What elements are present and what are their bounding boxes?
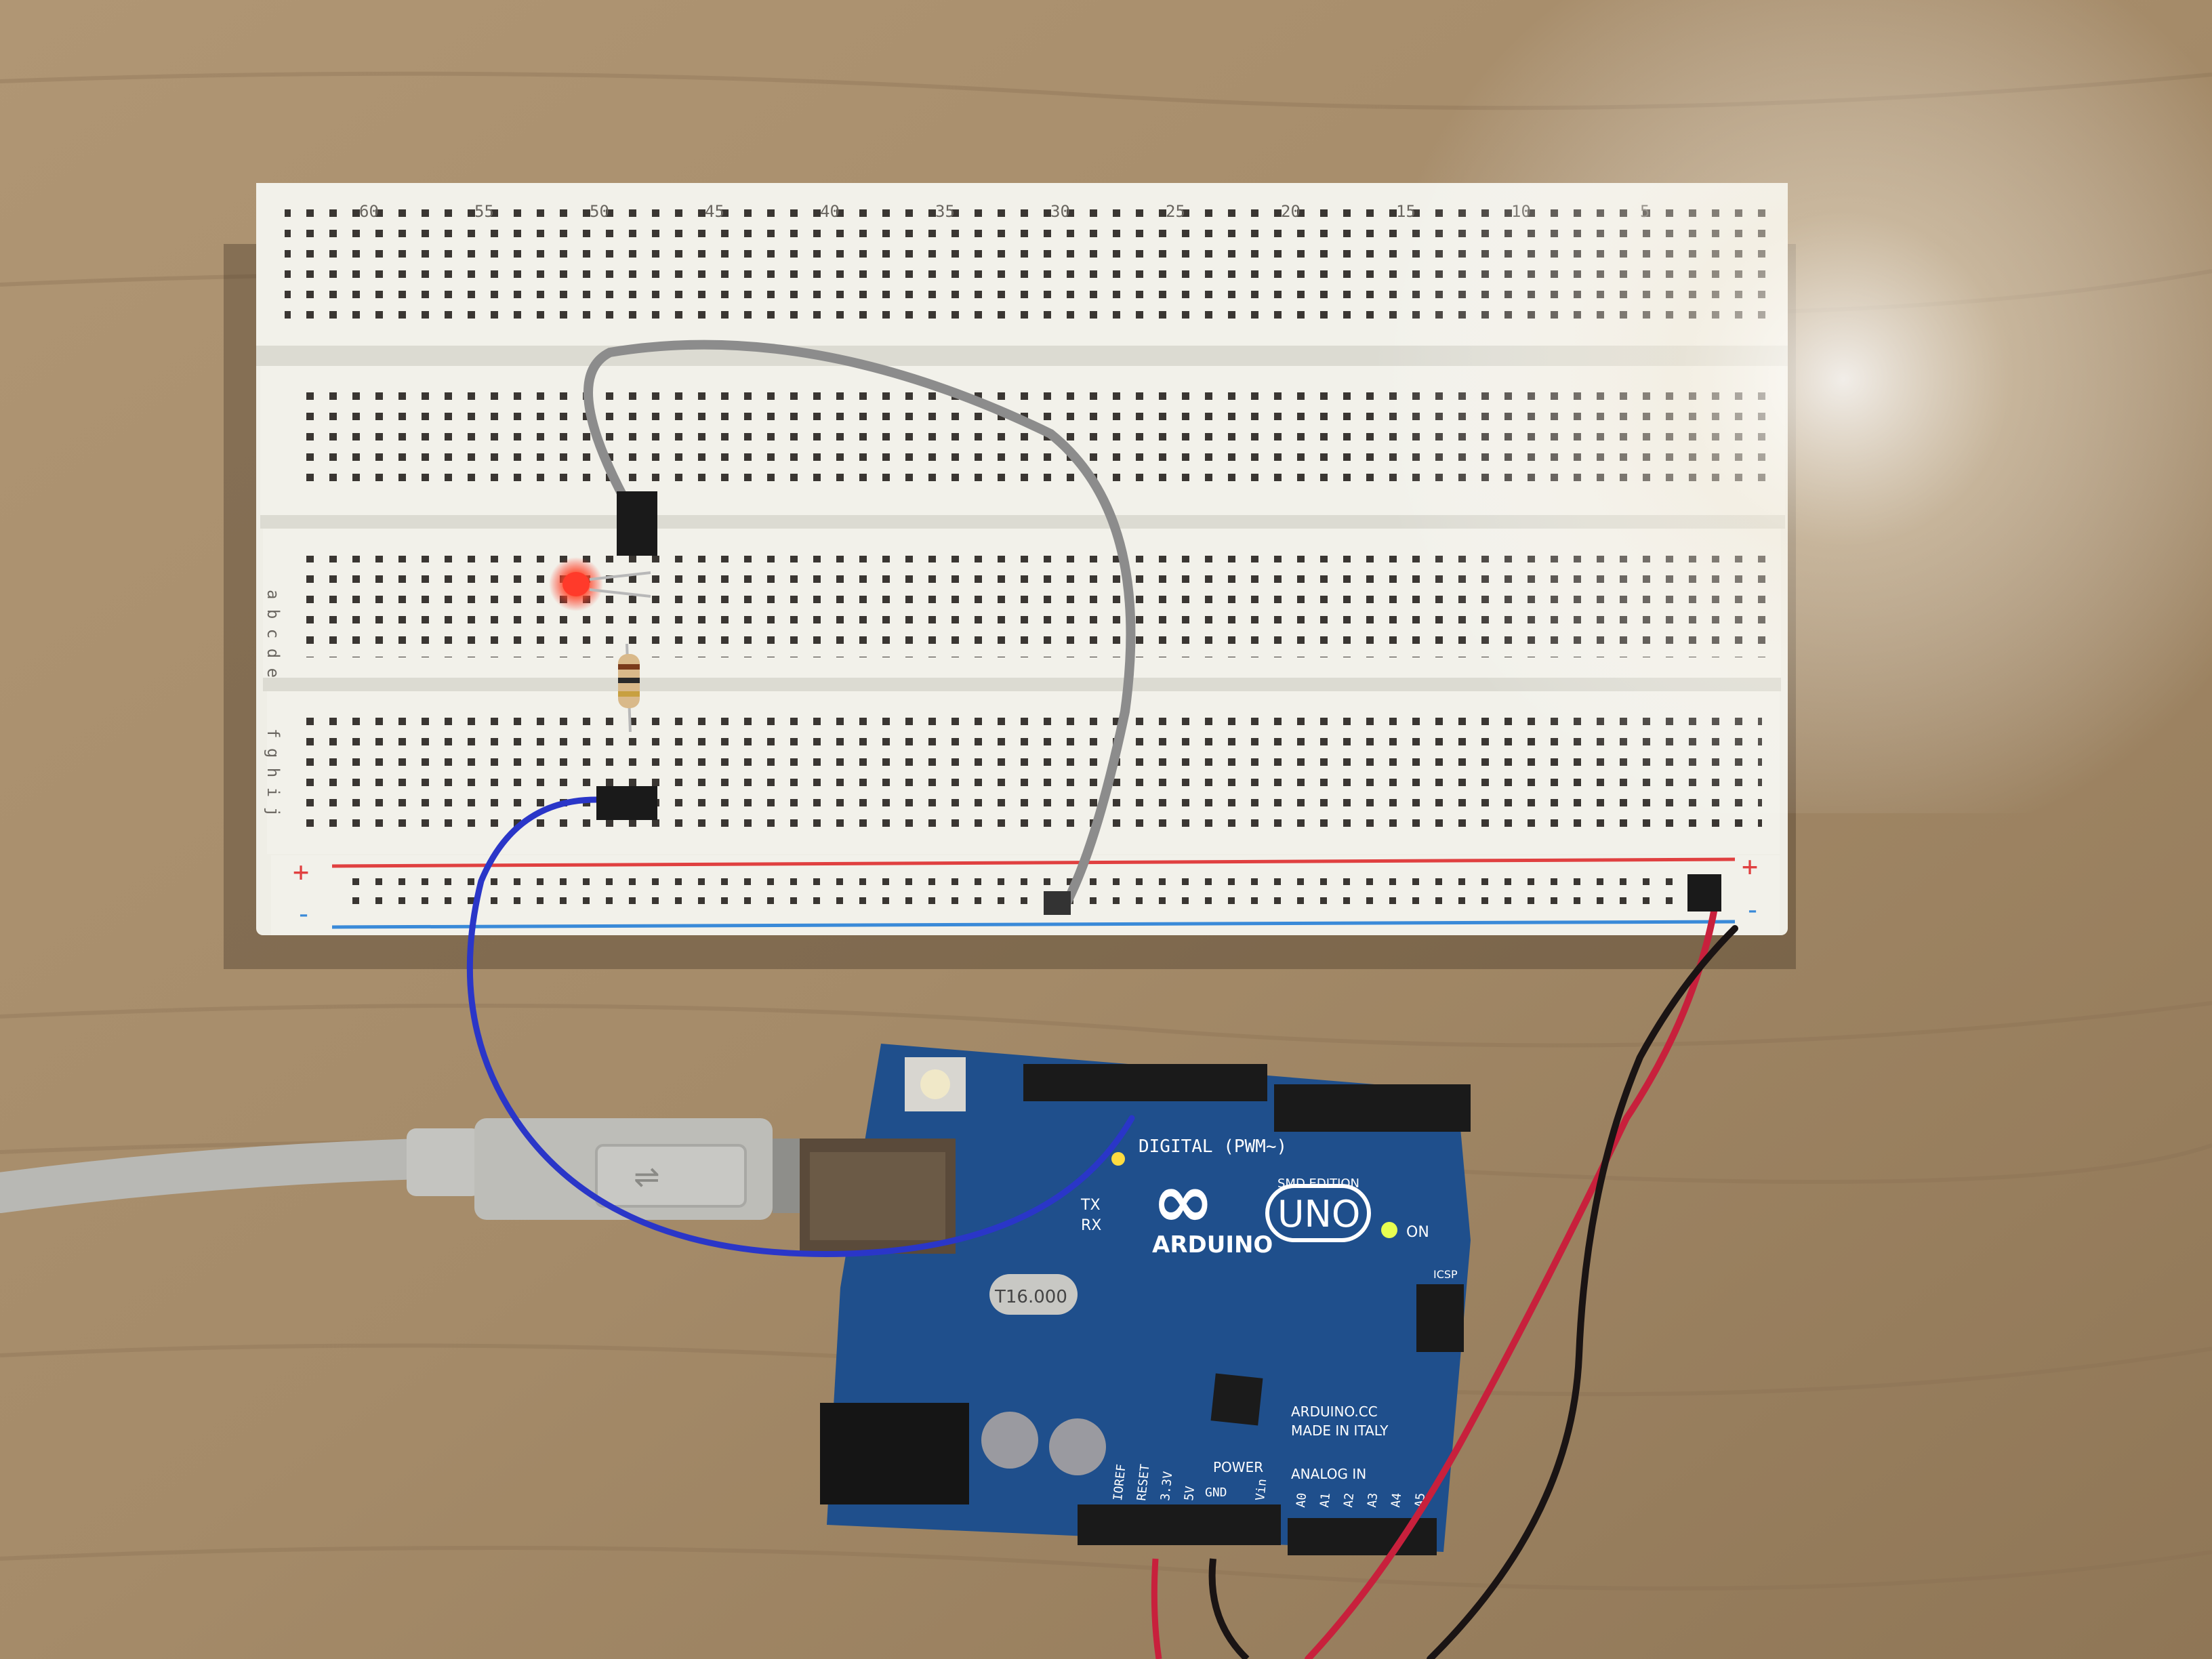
rail-plus-right: + — [1742, 851, 1758, 882]
pin13-led — [1111, 1152, 1125, 1166]
icsp-header — [1416, 1284, 1464, 1352]
resistor — [618, 643, 640, 733]
power-led — [1381, 1222, 1397, 1238]
power-header — [1078, 1504, 1281, 1545]
pin-a0: A0 — [1294, 1492, 1309, 1509]
column-label: 60 — [359, 202, 379, 221]
blue-jumper-wire — [466, 796, 1135, 1257]
made-label: MADE IN ITALY — [1291, 1422, 1389, 1439]
arduino-edition: SMD EDITION — [1277, 1176, 1359, 1191]
column-label: 45 — [705, 202, 724, 221]
site-label: ARDUINO.CC — [1291, 1404, 1378, 1420]
arduino-model: UNO — [1277, 1193, 1360, 1235]
crystal-label: T16.000 — [994, 1287, 1067, 1307]
rail-minus-left: - — [295, 899, 312, 930]
pin-a3: A3 — [1365, 1492, 1380, 1509]
power-label: POWER — [1213, 1459, 1263, 1475]
tx-label: TX — [1080, 1197, 1101, 1214]
crystal-oscillator — [989, 1274, 1078, 1315]
rail-negative-line — [331, 920, 1736, 929]
led — [549, 557, 651, 611]
pin-a2: A2 — [1341, 1492, 1357, 1509]
red-jumper-wire — [1305, 905, 1718, 1659]
gnd-red-wire — [1151, 1558, 1162, 1659]
arduino-brand: ARDUINO — [1152, 1231, 1273, 1258]
column-label: 55 — [474, 202, 494, 221]
gnd-black-wire — [1208, 1558, 1250, 1659]
icsp-label: ICSP — [1433, 1268, 1458, 1281]
gray-jumper-wire — [583, 340, 1136, 906]
column-label: 30 — [1050, 202, 1070, 221]
pin-3v3: 3.3V — [1158, 1471, 1175, 1501]
on-label: ON — [1406, 1224, 1429, 1241]
black-jumper-wire — [1427, 925, 1738, 1659]
usb-cable: ⇌ — [0, 1118, 820, 1220]
column-label: 25 — [1166, 202, 1185, 221]
rx-label: RX — [1081, 1217, 1101, 1234]
gray-wire-connector — [617, 491, 657, 556]
pin-5v: 5V — [1182, 1486, 1197, 1502]
digital-label: DIGITAL (PWM~) — [1139, 1136, 1287, 1157]
rail-plus-left: + — [293, 857, 309, 888]
column-label: 35 — [935, 202, 955, 221]
row-letters-right: f g h i j — [264, 729, 283, 817]
pin-a4: A4 — [1389, 1492, 1404, 1509]
pin-vin: Vin — [1253, 1478, 1269, 1502]
column-label: 50 — [590, 202, 609, 221]
capacitor-1 — [981, 1412, 1038, 1469]
rail-minus-right: - — [1744, 895, 1761, 926]
dc-barrel-jack — [820, 1403, 969, 1504]
arduino-uno-board: DIGITAL (PWM~) ∞ ARDUINO UNO SMD EDITION… — [800, 1044, 1471, 1555]
blue-wire-connector — [596, 786, 657, 820]
pin-gnd: GND — [1205, 1486, 1227, 1500]
rail-wire-connector — [1687, 874, 1721, 912]
column-label: 40 — [820, 202, 840, 221]
light-glare — [1355, 0, 2212, 813]
analog-label: ANALOG IN — [1291, 1466, 1366, 1482]
pin-a1: A1 — [1317, 1492, 1333, 1509]
arduino-logo-icon: ∞ — [1152, 1158, 1214, 1244]
capacitor-2 — [1049, 1418, 1106, 1475]
digital-header — [1023, 1064, 1267, 1101]
usb-icon: ⇌ — [634, 1158, 660, 1195]
row-letters-left: a b c d e — [264, 590, 283, 678]
rail-positive-line — [331, 857, 1736, 868]
microcontroller-chip — [1210, 1373, 1263, 1426]
column-label: 20 — [1281, 202, 1300, 221]
